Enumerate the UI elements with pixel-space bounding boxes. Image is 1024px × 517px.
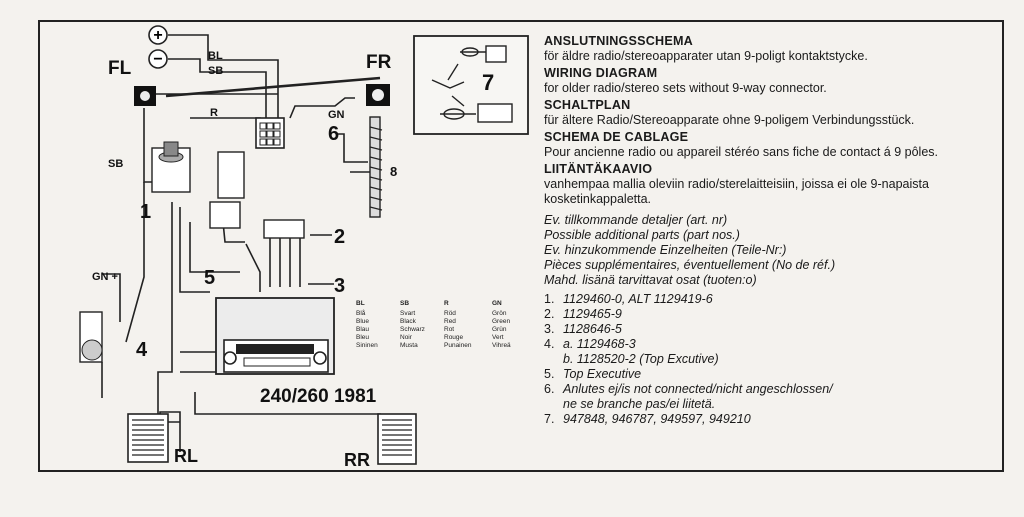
list-item: ne se branche pas/ei liitetä.: [563, 397, 716, 411]
label-rl: RL: [174, 446, 198, 466]
label-gn-wire: GN: [328, 109, 345, 121]
legend-gn: GN Grön Green Grün Vert Vihreä: [492, 300, 511, 349]
svg-text:Blå: Blå: [356, 309, 366, 317]
svg-text:Black: Black: [400, 318, 417, 325]
block-german: SCHALTPLAN für ältere Radio/Stereoappara…: [544, 98, 915, 127]
label-gn-plus: GN +: [92, 271, 118, 283]
legend-bl: BL Blå Blue Blau Bleu Sininen: [356, 300, 378, 349]
svg-text:Svart: Svart: [400, 310, 415, 317]
speaker-rr-icon: [377, 413, 417, 465]
svg-text:SB: SB: [400, 300, 409, 307]
svg-text:Vihreä: Vihreä: [492, 342, 511, 349]
svg-text:Bleu: Bleu: [356, 334, 369, 341]
parts-list: 1.1129460-0, ALT 1129419-6 2.1129465-9 3…: [544, 292, 996, 427]
callout-5: 5: [204, 267, 215, 289]
label-bl-wire: BL: [208, 50, 223, 62]
label-sb-left: SB: [108, 158, 123, 170]
list-item: 1.1129460-0, ALT 1129419-6: [544, 292, 713, 306]
svg-text:Musta: Musta: [400, 342, 418, 349]
callout-1: 1: [140, 201, 151, 223]
svg-text:Grön: Grön: [492, 310, 507, 317]
svg-text:Blau: Blau: [356, 326, 369, 333]
wiring-diagram: + −: [79, 25, 529, 470]
callout-2: 2: [334, 226, 345, 248]
svg-text:Red: Red: [444, 318, 456, 325]
block-swedish: ANSLUTNINGSSCHEMA för äldre radio/stereo…: [544, 34, 868, 63]
callout-7: 7: [482, 70, 494, 95]
plus-terminal-icon: [148, 25, 168, 45]
label-fl: FL: [108, 58, 132, 79]
instruction-text: ANSLUTNINGSSCHEMA för äldre radio/stereo…: [544, 34, 996, 427]
minus-terminal-icon: [148, 49, 168, 69]
label-sb-wire: SB: [208, 65, 223, 77]
svg-text:Noir: Noir: [400, 334, 413, 341]
list-item: 6.Anlutes ej/is not connected/nicht ange…: [544, 382, 833, 396]
speaker-rl-icon: [127, 413, 169, 463]
label-rr: RR: [344, 450, 370, 470]
svg-text:Punainen: Punainen: [444, 342, 472, 349]
list-item: 3.1128646-5: [544, 322, 622, 336]
label-fr: FR: [366, 52, 392, 73]
legend-r: R Röd Red Rot Rouge Punainen: [444, 300, 472, 349]
legend-sb: SB Svart Black Schwarz Noir Musta: [400, 300, 425, 349]
svg-text:Rouge: Rouge: [444, 334, 464, 341]
callout-3: 3: [334, 275, 345, 297]
part-1-icon: [151, 141, 191, 193]
minus-label: −: [153, 51, 162, 68]
model-label: 240/260 1981: [260, 386, 377, 407]
label-r-wire: R: [210, 107, 218, 119]
block-finnish: LIITÄNTÄKAAVIO vanhempaa mallia oleviin …: [544, 162, 929, 206]
page-frame: [38, 20, 1004, 472]
list-item: 5.Top Executive: [544, 367, 642, 381]
connector-9pin-icon: [209, 201, 241, 229]
harness-plug-icon: [217, 151, 245, 199]
plus-label: +: [153, 27, 162, 44]
list-item: 4.a. 1129468-3: [544, 337, 636, 351]
list-item: 7.947848, 946787, 949597, 949210: [544, 412, 751, 426]
svg-text:Rot: Rot: [444, 326, 454, 333]
svg-text:R: R: [444, 300, 449, 307]
extras-list: Ev. tillkommande detaljer (art. nr) Poss…: [544, 213, 836, 287]
svg-text:Green: Green: [492, 318, 510, 325]
list-item: 2.1129465-9: [544, 307, 622, 321]
svg-text:Vert: Vert: [492, 334, 504, 341]
callout-6: 6: [328, 123, 339, 145]
svg-text:Blue: Blue: [356, 318, 369, 325]
antenna-motor-icon: [79, 311, 103, 398]
svg-text:Röd: Röd: [444, 310, 456, 317]
block-french: SCHEMA DE CABLAGE Pour ancienne radio ou…: [544, 130, 939, 159]
svg-text:Grün: Grün: [492, 326, 507, 333]
svg-text:Schwarz: Schwarz: [400, 326, 425, 333]
fuse-holder-icon: [431, 45, 513, 123]
radio-unit-icon: [215, 297, 335, 375]
callout-4: 4: [136, 339, 148, 361]
svg-text:Sininen: Sininen: [356, 342, 378, 349]
part-2-plug-icon: [263, 219, 305, 239]
svg-text:BL: BL: [356, 300, 365, 307]
block-english: WIRING DIAGRAM for older radio/stereo se…: [544, 66, 827, 95]
svg-text:GN: GN: [492, 300, 502, 307]
callout-8: 8: [390, 164, 397, 179]
list-item: b. 1128520-2 (Top Excutive): [563, 352, 719, 366]
